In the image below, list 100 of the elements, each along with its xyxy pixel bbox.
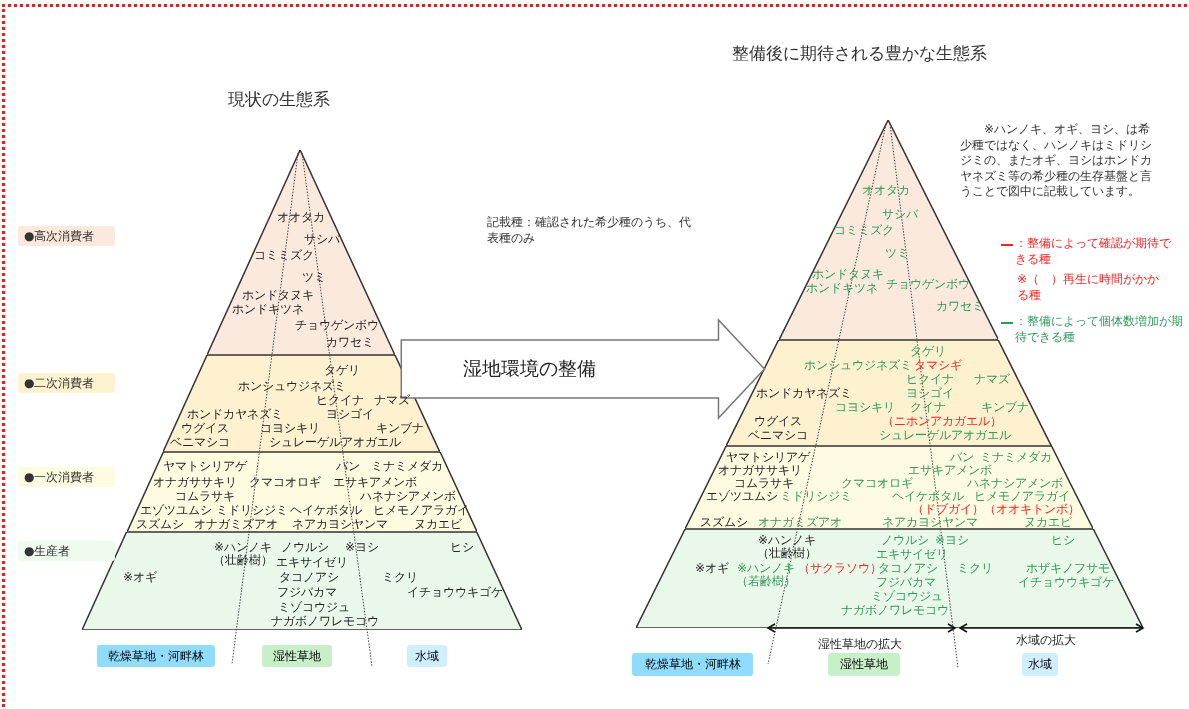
species-label: エサキアメンボ (333, 476, 417, 490)
trophic-tier (126, 452, 477, 532)
trophic-tier (206, 150, 395, 355)
species-label: ホンドタヌキ (242, 289, 314, 303)
trophic-tier (82, 532, 522, 630)
species-label: ノウルシ (281, 541, 329, 555)
species-label: ヒクイナ (906, 373, 954, 387)
species-label: ミドリシジミ (216, 504, 288, 518)
species-label: チョウゲンボウ (886, 278, 970, 292)
species-label: クイナ (910, 401, 946, 415)
level-label-box: ●二次消費者 (18, 373, 115, 393)
species-label: ミドリシジミ (780, 490, 852, 504)
species-label: オナガミズアオ (194, 518, 278, 532)
note-text: ※（ ）再生に時間がかかる種 (1017, 272, 1161, 304)
species-label: ヌカエビ (1024, 516, 1072, 530)
species-label: シュレーゲルアオガエル (269, 436, 401, 450)
species-label: ヒシ (1051, 534, 1075, 548)
species-label: ヘイケボタル (290, 504, 362, 518)
species-label: ※ハンノキ（壮齢樹） (756, 533, 818, 561)
species-label: ホンシュウジネズミ (238, 380, 346, 394)
species-label: オナガササキリ (718, 464, 802, 478)
species-label: ミクリ (382, 571, 418, 585)
species-label: スズムシ (136, 518, 184, 532)
species-label: ヒメモノアラガイ (974, 490, 1070, 504)
species-label: ハネナシアメンボ (967, 477, 1063, 491)
species-label: ネアカヨシヤンマ (292, 518, 388, 532)
species-label: ※ハンノキ（壮齢樹） (212, 540, 274, 568)
species-label: タゲリ (324, 364, 360, 378)
dimension-label: 水域の拡大 (1016, 632, 1076, 649)
species-label: エサキアメンボ (908, 464, 992, 478)
species-label: ツミ (302, 271, 326, 285)
legend-text: ：整備によって確認が期待できる種 (1015, 236, 1172, 268)
species-label: ウグイス (181, 422, 229, 436)
habitat-box: 湿性草地 (262, 645, 332, 667)
species-label: タマシギ (914, 359, 962, 373)
species-label: ウグイス (754, 415, 802, 429)
habitat-box: 水域 (1022, 653, 1058, 676)
species-label: コヨシキリ (835, 401, 895, 415)
level-label-box: ●一次消費者 (18, 467, 115, 487)
species-label: エゾツユムシ (140, 504, 212, 518)
species-label: ナガボノワレモコウ (271, 615, 379, 629)
species-label: カワセミ (326, 336, 374, 350)
species-label: オオタカ (277, 211, 325, 225)
level-label-box: ●生産者 (18, 541, 115, 561)
species-label: ミナミメダカ (371, 460, 443, 474)
species-label: ミクリ (957, 562, 993, 576)
species-label: ホンドタヌキ (812, 268, 884, 282)
species-label: チョウゲンボウ (295, 319, 379, 333)
species-label: ナマズ (374, 394, 410, 408)
species-label: イチョウウキゴケ (1018, 576, 1114, 590)
species-label: ミナミメダカ (980, 451, 1052, 465)
habitat-box: 湿性草地 (828, 653, 900, 676)
species-label: キンブナ (376, 422, 424, 436)
note-text: 記載種：確認された希少種のうち、代表種のみ (487, 214, 692, 247)
species-label: バン (950, 451, 974, 465)
species-label: ヌカエビ (414, 518, 462, 532)
species-label: ホザキノフサモ (1026, 562, 1110, 576)
species-label: オナガササキリ (153, 476, 237, 490)
species-label: ミゾコウジュ (871, 590, 943, 604)
species-label: オオタカ (862, 184, 910, 198)
habitat-box: 乾燥草地・河畔林 (632, 653, 753, 676)
species-label: ホンドカヤネズミ (187, 408, 283, 422)
note-text: ※ハンノキ、オギ、ヨシ、は希少種ではなく、ハンノキはミドリシジミの、またオギ、ヨシはホンドカヤネズミ等の希少種の生存基盤と言うことで図中に記載しています。 (960, 122, 1153, 200)
species-label: ヒシ (450, 541, 474, 555)
species-label: ハネナシアメンボ (360, 490, 456, 504)
species-label: ネアカヨシヤンマ (882, 516, 978, 530)
section-title: 現状の生態系 (228, 88, 330, 111)
species-label: ホンドキツネ (806, 282, 878, 296)
trophic-tier (162, 355, 440, 452)
species-label: ヤマトシリアゲ (726, 451, 810, 465)
species-label: フジバカマ (876, 576, 936, 590)
species-label: ※ヨシ (344, 541, 380, 555)
species-label: サシバ (882, 208, 918, 222)
species-label: （ドブガイ） (912, 503, 984, 517)
species-label: ナマズ (974, 373, 1010, 387)
species-label: スズムシ (700, 516, 748, 530)
species-label: コムラサキ (175, 490, 235, 504)
species-label: ヤマトシリアゲ (163, 460, 247, 474)
species-label: ※オギ (122, 571, 158, 585)
species-label: ヒメモノアラガイ (373, 504, 469, 518)
species-label: （ニホンアカガエル） (882, 415, 1002, 429)
species-label: ホンドキツネ (232, 303, 304, 317)
species-label: カワセミ (936, 300, 984, 314)
species-label: フジバカマ (277, 586, 337, 600)
species-label: ホンドカヤネズミ (756, 387, 852, 401)
species-label: バン (336, 460, 360, 474)
species-label: ホンシュウジネズミ (804, 359, 912, 373)
species-label: コミミズク (254, 249, 314, 263)
species-label: タゲリ (910, 345, 946, 359)
species-label: クマコオロギ (249, 476, 321, 490)
trophic-tier (636, 529, 1143, 628)
species-label: ※ヨシ (934, 534, 970, 548)
section-title: 整備後に期待される豊かな生態系 (732, 42, 987, 65)
dimension-label: 湿性草地の拡大 (818, 636, 902, 653)
species-label: イチョウウキゴケ (407, 586, 503, 600)
species-label: オナガミズアオ (758, 516, 842, 530)
trophic-tier (685, 446, 1094, 529)
species-label: タコノアシ (279, 571, 339, 585)
species-label: サシバ (304, 233, 340, 247)
legend-text: ：整備によって個体数増加が期待できる種 (1015, 314, 1184, 346)
